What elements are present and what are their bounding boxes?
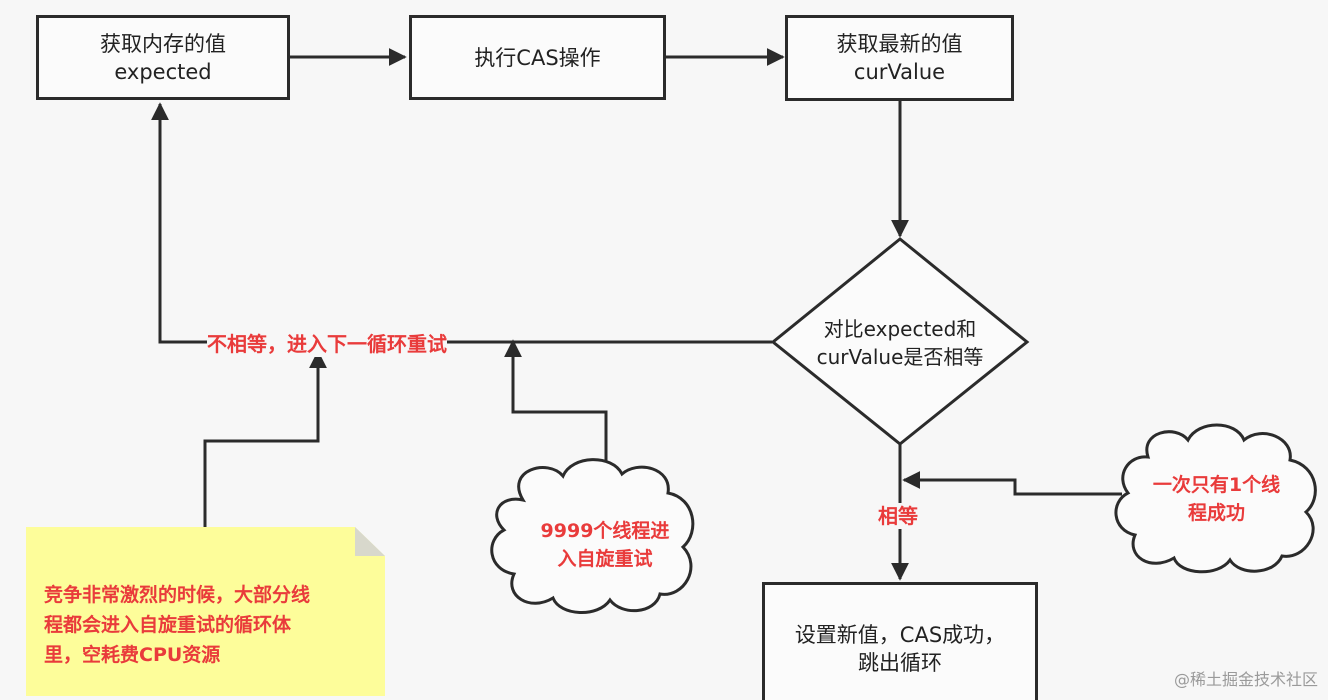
exec-cas-label: 执行CAS操作 [474, 45, 601, 70]
get-memory-node: 获取内存的值 expected [36, 15, 290, 100]
watermark: @稀土掘金技术社区 [1173, 670, 1318, 689]
equal-label: 相等 [876, 503, 920, 529]
compare-diamond [770, 237, 1030, 446]
compare-line2: curValue是否相等 [816, 345, 984, 369]
retry-cloud-line2: 入自旋重试 [557, 548, 653, 570]
set-value-node: 设置新值，CAS成功， 跳出循环 [762, 582, 1038, 700]
success-cloud-line2: 程成功 [1187, 502, 1245, 524]
success-cloud-shape [1114, 423, 1317, 574]
note-text: 竞争非常激烈的时候，大部分线 程都会进入自旋重试的循环体 里，空耗费CPU资源 [44, 580, 310, 670]
note-fold [355, 527, 385, 556]
note-line1: 竞争非常激烈的时候，大部分线 [44, 584, 311, 606]
get-latest-line1: 获取最新的值 [836, 32, 963, 56]
success-cloud-text: 一次只有1个线 程成功 [1124, 471, 1309, 527]
edge-note-to-loop [203, 350, 327, 527]
retry-cloud-shape [490, 458, 695, 614]
get-latest-node: 获取最新的值 curValue [785, 15, 1014, 101]
set-value-line1: 设置新值，CAS成功， [794, 623, 1006, 647]
get-memory-line2: expected [114, 59, 212, 84]
retry-cloud-line1: 9999个线程进 [540, 520, 670, 542]
compare-line1: 对比expected和 [823, 317, 977, 341]
edge-success-cloud-to-equal [902, 471, 1122, 496]
edge-retry-cloud-to-loop [504, 339, 608, 472]
compare-label: 对比expected和 curValue是否相等 [790, 315, 1010, 371]
exec-cas-node: 执行CAS操作 [409, 15, 666, 100]
success-cloud-line1: 一次只有1个线 [1152, 474, 1281, 496]
not-equal-label: 不相等，进入下一循环重试 [207, 331, 447, 357]
note-shape [26, 527, 385, 696]
edge-not-equal-loop [151, 102, 772, 344]
retry-cloud-text: 9999个线程进 入自旋重试 [510, 517, 700, 573]
set-value-line2: 跳出循环 [858, 651, 942, 675]
note-line2: 程都会进入自旋重试的循环体 [44, 614, 292, 636]
get-latest-line2: curValue [853, 60, 946, 84]
note-line3: 里，空耗费CPU资源 [44, 644, 221, 666]
get-memory-line1: 获取内存的值 [100, 31, 226, 56]
